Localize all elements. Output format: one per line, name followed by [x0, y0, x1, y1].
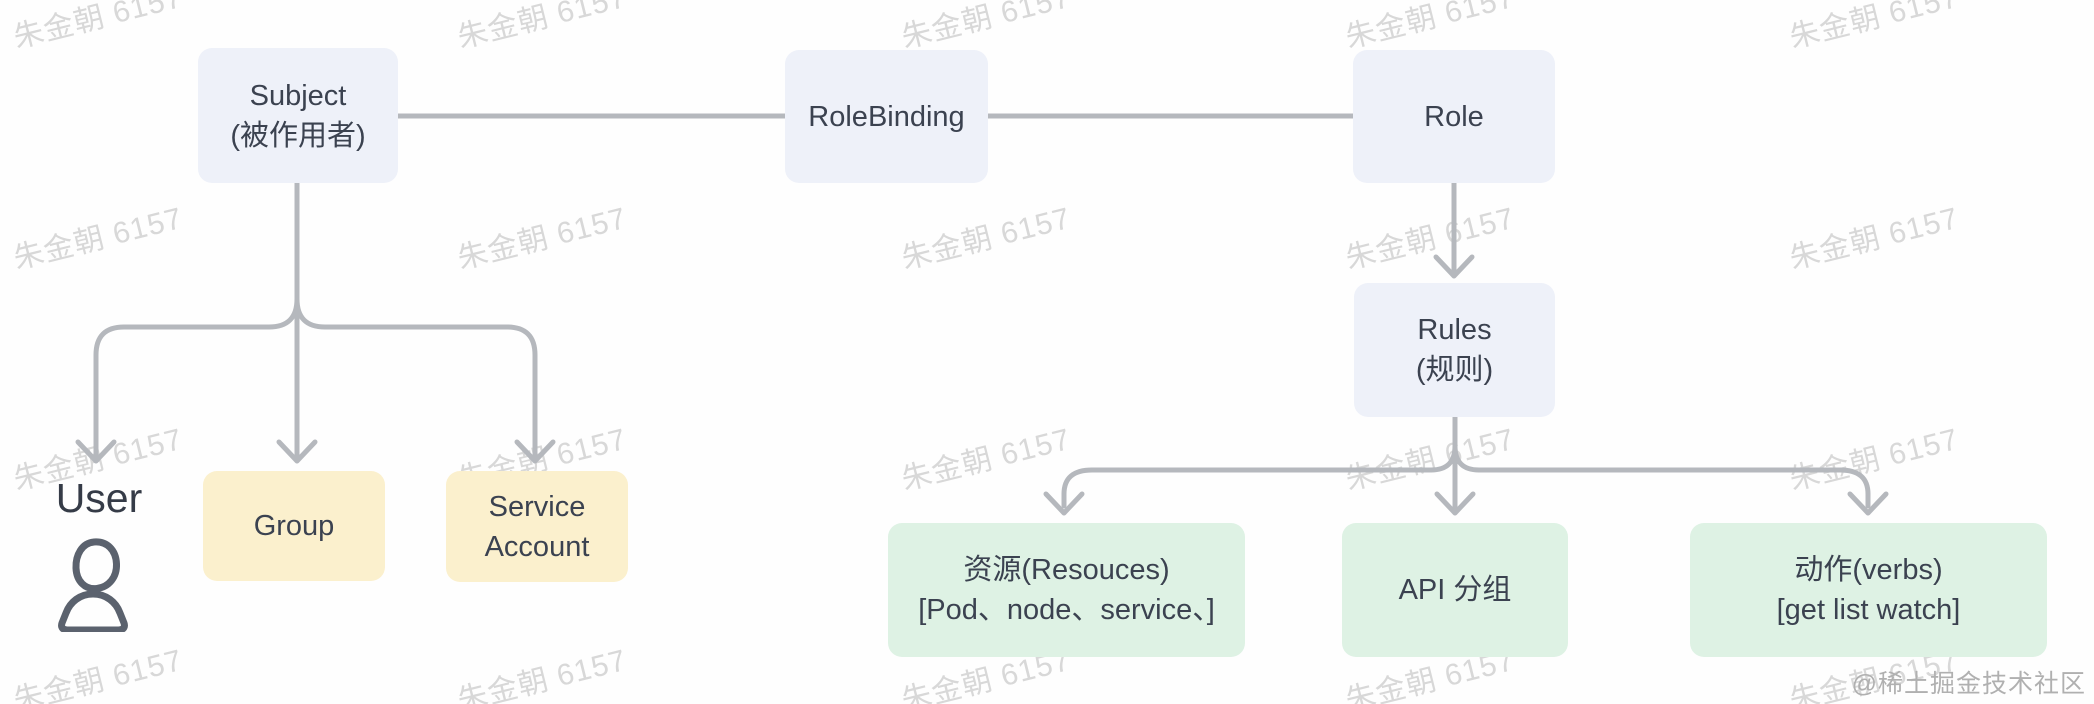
- arrowhead-group: [276, 439, 318, 464]
- user-icon-head: [72, 538, 120, 593]
- node-service-account-line2: Account: [484, 530, 590, 563]
- arrowhead-rules: [1433, 254, 1475, 279]
- node-service-account: Service Account: [446, 471, 628, 582]
- node-subject: Subject (被作用者): [198, 48, 398, 183]
- node-rules-line2: (规则): [1415, 354, 1494, 386]
- connector-subject-user: [93, 296, 300, 459]
- user-icon-shoulders: [58, 590, 128, 632]
- node-rules: Rules (规则): [1354, 283, 1555, 417]
- node-api-group-label: API 分组: [1398, 574, 1512, 606]
- node-verbs: 动作(verbs) [get list watch]: [1690, 523, 2047, 657]
- node-user-label: User: [55, 475, 143, 521]
- node-role: Role: [1353, 50, 1555, 183]
- node-resources-line1: 资源(Resouces): [963, 554, 1170, 586]
- node-verbs-line1: 动作(verbs): [1794, 554, 1943, 586]
- node-verbs-line2: [get list watch]: [1776, 594, 1961, 626]
- node-service-account-line1: Service: [488, 490, 586, 523]
- node-subject-line2: (被作用者): [230, 119, 366, 152]
- arrowhead-user: [75, 439, 117, 464]
- community-credit: @稀土掘金技术社区: [1851, 670, 2086, 698]
- connector-rules-verbs: [1452, 443, 1871, 509]
- node-subject-line1: Subject: [249, 79, 347, 112]
- arrowhead-resources: [1043, 491, 1085, 516]
- arrowhead-service-account: [514, 439, 556, 464]
- node-group: Group: [203, 471, 385, 581]
- node-api-group: API 分组: [1342, 523, 1568, 657]
- node-rules-line1: Rules: [1417, 314, 1492, 346]
- node-group-label: Group: [253, 510, 335, 542]
- node-rolebinding: RoleBinding: [785, 50, 988, 183]
- node-resources: 资源(Resouces) [Pod、node、service、]: [888, 523, 1245, 657]
- node-role-label: Role: [1424, 100, 1484, 133]
- arrowhead-verbs: [1847, 491, 1889, 516]
- node-resources-line2: [Pod、node、service、]: [918, 594, 1215, 626]
- connector-subject-service-account: [294, 296, 538, 459]
- arrowhead-api-group: [1434, 491, 1476, 516]
- user-icon: [58, 538, 128, 632]
- connector-rules-resources: [1061, 443, 1458, 509]
- node-rolebinding-label: RoleBinding: [808, 100, 965, 133]
